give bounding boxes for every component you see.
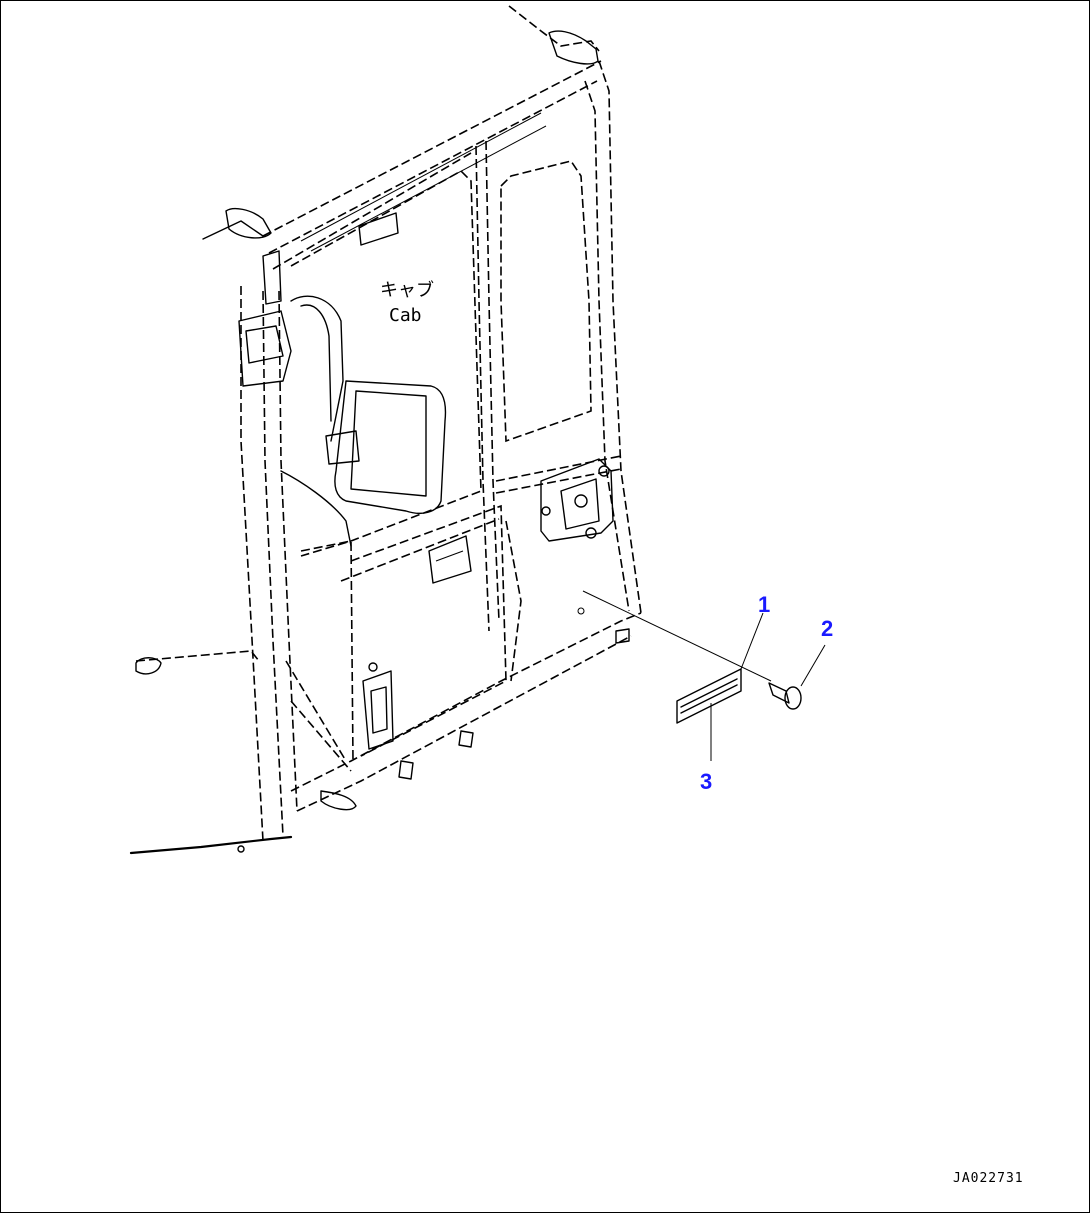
side-mirror [280,295,447,547]
cab-label-en: Cab [389,305,422,326]
rivet-part [768,682,802,710]
cab-roof [202,5,602,270]
cab-base [129,607,630,855]
cab-rear-frame [475,60,642,632]
callout-2-leader [800,644,826,687]
cab-label-jp: キャブ [380,279,434,301]
callout-3: 3 [700,769,712,794]
cab-door [285,170,642,812]
drawing-code: JA022731 [953,1171,1024,1186]
exploded-parts [582,590,826,761]
label-plate-part [676,668,742,724]
rear-control-box [540,458,614,542]
callout-1: 1 [758,592,770,617]
callout-1-leader [740,612,764,670]
cab-front-pillar [238,250,298,842]
callout-2: 2 [821,616,833,641]
